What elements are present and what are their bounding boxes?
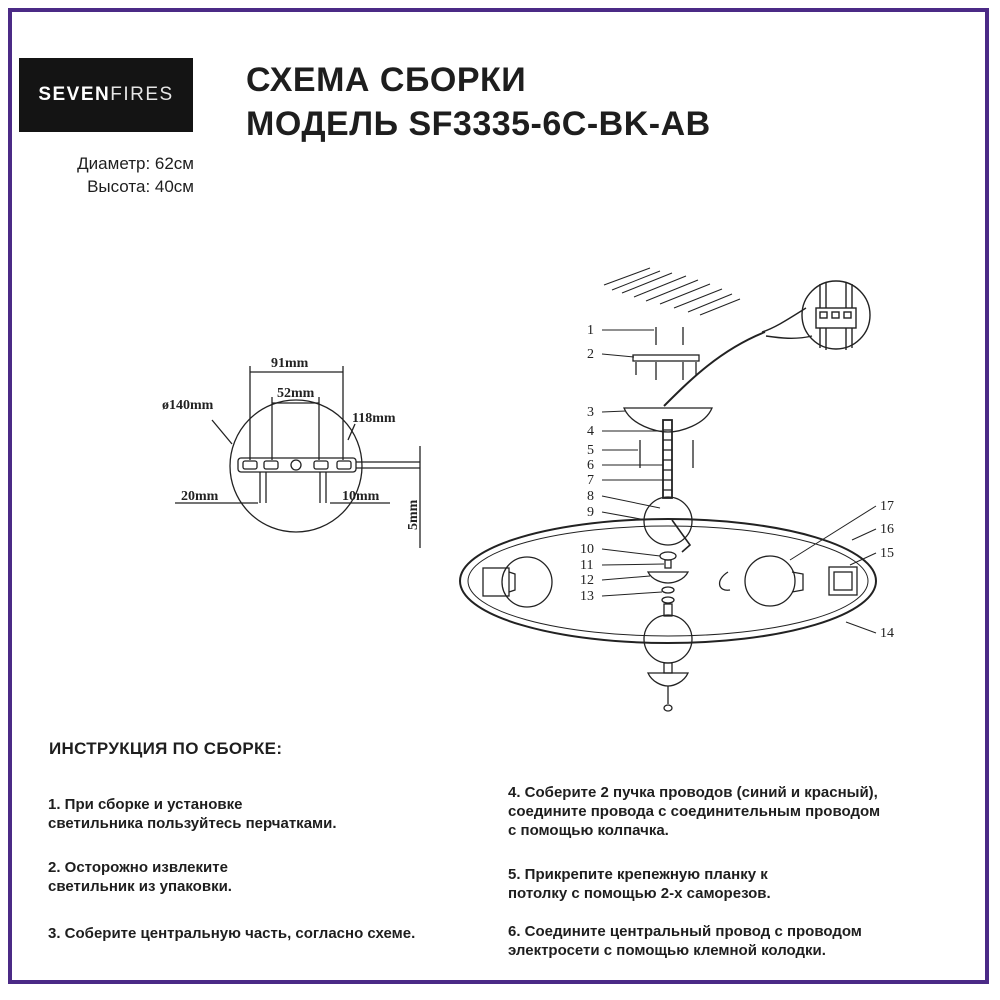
title-line-1: СХЕМА СБОРКИ [246, 61, 527, 99]
part-leaders [601, 329, 877, 634]
part-numbers: 1 2 3 4 5 6 7 8 9 10 11 12 13 14 15 16 1… [580, 323, 894, 641]
dimensions-block: Диаметр: 62см Высота: 40см [18, 152, 194, 198]
brand-logo-strong: SEVEN [38, 84, 111, 105]
part-label-9: 9 [587, 505, 594, 520]
dim-5mm: 5mm [406, 499, 421, 530]
instruction-step-3: 3. Соберите центральную часть, согласно … [48, 925, 416, 942]
dim-118mm: 118mm [352, 411, 396, 426]
title-line-2: МОДЕЛЬ SF3335-6C-BK-AB [246, 105, 711, 143]
instructions-heading: ИНСТРУКЦИЯ ПО СБОРКЕ: [49, 739, 283, 758]
plate-circle [229, 399, 363, 533]
mount-bar [632, 354, 700, 362]
left-bulb [501, 556, 553, 608]
instruction-step-6: 6. Соедините центральный провод с провод… [508, 923, 862, 959]
terminal-block-detail [761, 280, 871, 350]
part-label-15: 15 [880, 546, 894, 561]
part-label-10: 10 [580, 542, 594, 557]
dim-91mm: 91mm [271, 356, 309, 371]
part-label-16: 16 [880, 522, 894, 537]
right-socket [828, 566, 858, 596]
right-bulb [744, 555, 796, 607]
page-frame [8, 8, 989, 984]
dim-140mm: ø140mm [162, 398, 214, 413]
part-label-12: 12 [580, 573, 594, 588]
instruction-step-2: 2. Осторожно извлеките светильник из упа… [48, 859, 232, 895]
canopy [623, 407, 713, 433]
plate-bar [237, 457, 357, 473]
outer-ring [459, 518, 877, 644]
part-label-7: 7 [587, 473, 594, 488]
brand-logo-light: FIRES [110, 84, 174, 105]
lower-ball [643, 614, 693, 664]
dim-10mm: 10mm [342, 489, 380, 504]
instruction-step-4: 4. Соберите 2 пучка проводов (синий и кр… [508, 784, 881, 839]
instruction-step-5: 5. Прикрепите крепежную планку к потолку… [508, 866, 771, 902]
dim-52mm: 52mm [277, 386, 315, 401]
instruction-step-1: 1. При сборке и установке светильника по… [48, 796, 337, 832]
part-label-3: 3 [587, 405, 594, 420]
height-text: Высота: 40см [87, 177, 194, 196]
part-label-6: 6 [587, 458, 594, 473]
mounting-plate-detail [175, 366, 421, 548]
page-title: СХЕМА СБОРКИ МОДЕЛЬ SF3335-6C-BK-AB [246, 58, 711, 146]
part-label-5: 5 [587, 443, 594, 458]
fixture-drawing [459, 327, 877, 712]
part-label-1: 1 [587, 323, 594, 338]
part-label-13: 13 [580, 589, 594, 604]
upper-ball [643, 496, 693, 546]
part-label-14: 14 [880, 626, 894, 641]
part-label-4: 4 [587, 424, 594, 439]
ceiling-hatch [603, 267, 741, 316]
part-label-17: 17 [880, 499, 894, 514]
part-label-8: 8 [587, 489, 594, 504]
left-socket [482, 567, 510, 597]
dim-20mm: 20mm [181, 489, 219, 504]
diameter-text: Диаметр: 62см [77, 154, 194, 173]
part-label-2: 2 [587, 347, 594, 362]
part-label-11: 11 [580, 558, 593, 573]
